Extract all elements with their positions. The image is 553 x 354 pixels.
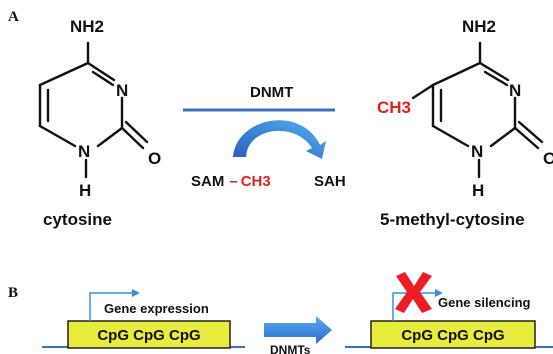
- gene-expression-label: Gene expression: [104, 301, 209, 316]
- reaction-equation: SAM–CH3: [191, 173, 271, 190]
- promoter-arrow-right: [392, 292, 435, 321]
- promoter-arrowhead-left: [132, 289, 140, 297]
- m-bond-c4-n3-double: [483, 70, 509, 87]
- cpg-text-right: CpG CpG CpG: [401, 327, 504, 344]
- panel-b-label: B: [8, 285, 18, 301]
- methylcytosine-hydrogen: H: [472, 181, 484, 200]
- equation-dash: –: [229, 173, 237, 190]
- promoter-arrowhead-right: [435, 289, 443, 297]
- methylcytosine-oxygen: O: [543, 149, 553, 168]
- cytosine-n3: N: [116, 81, 128, 100]
- cytosine-name: cytosine: [43, 210, 112, 229]
- methylcytosine-methyl: CH3: [377, 98, 411, 117]
- bond-c4-n3-double: [91, 70, 115, 87]
- bond-c2-n1: [96, 126, 124, 148]
- red-cross-icon: [395, 272, 432, 313]
- methylation-reaction: DNMT SAM–CH3 SAH: [183, 84, 346, 190]
- m-bond-c5-methyl: [411, 83, 435, 100]
- bond-n1-c6: [38, 124, 77, 148]
- bond-c2-o: [120, 126, 145, 150]
- methyl-transfer-curved-arrow: [233, 120, 326, 159]
- m-bond-c2-o: [513, 126, 540, 150]
- donor-methyl-label: CH3: [241, 173, 271, 190]
- cytosine-n1: N: [78, 142, 90, 161]
- panel-a-label: A: [8, 9, 19, 25]
- m-bond-c5-c4: [431, 61, 482, 87]
- donor-label: SAM: [191, 173, 224, 190]
- dnmts-arrow: DNMTs: [264, 316, 332, 354]
- m-bond-c2-n1: [489, 126, 517, 148]
- gene-silenced: CpG CpG CpG Gene silencing: [345, 272, 553, 349]
- cytosine-structure: NH2 N O N H cytosine: [38, 17, 161, 229]
- block-arrow: [264, 316, 332, 344]
- cpg-island-box-right: [370, 320, 536, 349]
- methylcytosine-n3: N: [509, 81, 521, 100]
- m-bond-c2-o-double: [517, 120, 544, 144]
- bond-c2-o-double: [124, 120, 149, 144]
- m-bond-c4-n3: [478, 61, 510, 82]
- product-label: SAH: [314, 173, 346, 190]
- bond-c4-n3: [86, 61, 116, 82]
- cytosine-amine: NH2: [70, 17, 104, 36]
- methylcytosine-amine: NH2: [462, 17, 496, 36]
- promoter-arrow-left: [89, 292, 132, 321]
- methylcytosine-structure: NH2 CH3 N O N H 5-methyl-cytosine: [377, 17, 553, 229]
- cpg-island-box-left: [67, 320, 231, 349]
- cytosine-oxygen: O: [148, 149, 161, 168]
- gene-silencing-label: Gene silencing: [438, 295, 531, 310]
- methylcytosine-n1: N: [471, 142, 483, 161]
- dnmts-label: DNMTs: [270, 343, 311, 354]
- methylcytosine-name: 5-methyl-cytosine: [380, 210, 525, 229]
- m-bond-n1-c6: [431, 124, 470, 148]
- gene-expressed: CpG CpG CpG Gene expression: [42, 289, 245, 349]
- bond-c5-c4: [38, 61, 90, 87]
- cytosine-hydrogen: H: [79, 181, 91, 200]
- enzyme-label: DNMT: [250, 84, 293, 101]
- cpg-text-left: CpG CpG CpG: [97, 327, 200, 344]
